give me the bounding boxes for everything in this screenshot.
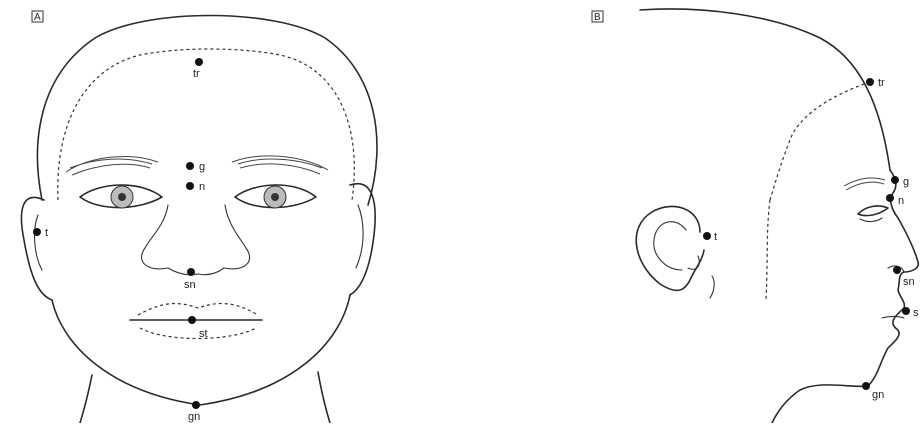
landmark-dot-stomion [188, 316, 196, 324]
profile-landmark-label-nasion: n [898, 195, 904, 207]
landmark-dot-nasion [186, 182, 194, 190]
nose-left-side [142, 205, 168, 269]
profile-ear-outer [636, 206, 704, 290]
left-ear-inner [35, 215, 42, 270]
upper-lip [138, 304, 258, 315]
profile-landmark-dot-nasion [886, 194, 894, 202]
panel-b-label: B [594, 12, 601, 23]
landmark-label-glabella: g [199, 161, 205, 173]
landmark-label-gnathion: gn [188, 411, 200, 423]
profile-eyebrow [844, 178, 885, 190]
profile-landmark-dot-stomion [902, 307, 910, 315]
jaw-outline [52, 295, 350, 405]
right-eyebrow [232, 156, 328, 174]
landmark-label-tragion: t [45, 227, 48, 239]
nose-right-side [224, 205, 250, 269]
landmark-label-trichion: tr [193, 68, 200, 80]
head-outline [37, 16, 377, 206]
profile-hairline [770, 82, 870, 200]
landmark-label-stomion: st [199, 328, 208, 340]
profile-landmark-label-stomion: s [913, 307, 919, 319]
left-ear [21, 197, 52, 300]
profile-landmark-label-tragion: t [714, 231, 717, 243]
landmark-dot-glabella [186, 162, 194, 170]
profile-ear-lobe-mark [710, 276, 714, 298]
profile-landmark-dot-glabella [891, 176, 899, 184]
profile-landmark-dot-gnathion [862, 382, 870, 390]
profile-hairline-back [766, 200, 770, 300]
profile-mouth [882, 317, 904, 319]
right-ear-inner [356, 205, 363, 268]
profile-cranium-outline [640, 9, 890, 170]
landmark-dot-gnathion [192, 401, 200, 409]
left-eyebrow [66, 157, 158, 175]
landmark-dot-tragion [33, 228, 41, 236]
profile-landmark-dot-trichion [866, 78, 874, 86]
profile-eye [858, 206, 888, 216]
profile-landmark-dot-subnasale [893, 266, 901, 274]
profile-landmark-label-trichion: tr [878, 77, 885, 89]
landmark-label-subnasale: sn [184, 279, 196, 291]
profile-landmark-dot-tragion [703, 232, 711, 240]
profile-jaw-neck [772, 385, 868, 423]
profile-eye-lash [860, 218, 882, 222]
panel-a-label: A [34, 12, 41, 23]
landmark-label-nasion: n [199, 181, 205, 193]
panel-b-profile-view: B tr g n t sn s [592, 9, 919, 423]
landmark-dot-subnasale [187, 268, 195, 276]
profile-landmark-label-gnathion: gn [872, 389, 884, 401]
neck-left [80, 375, 92, 423]
nose-base [168, 268, 224, 275]
profile-landmark-label-subnasale: sn [903, 276, 915, 288]
panel-a-frontal-view: A [21, 11, 376, 423]
profile-ear-curl [688, 256, 699, 269]
neck-right [318, 372, 330, 423]
landmark-dot-trichion [195, 58, 203, 66]
right-eye [235, 185, 316, 208]
lower-lip [140, 328, 256, 339]
profile-landmark-label-glabella: g [903, 176, 909, 188]
left-eye [80, 185, 162, 208]
profile-ear-inner [654, 222, 686, 270]
hairline [58, 49, 355, 200]
